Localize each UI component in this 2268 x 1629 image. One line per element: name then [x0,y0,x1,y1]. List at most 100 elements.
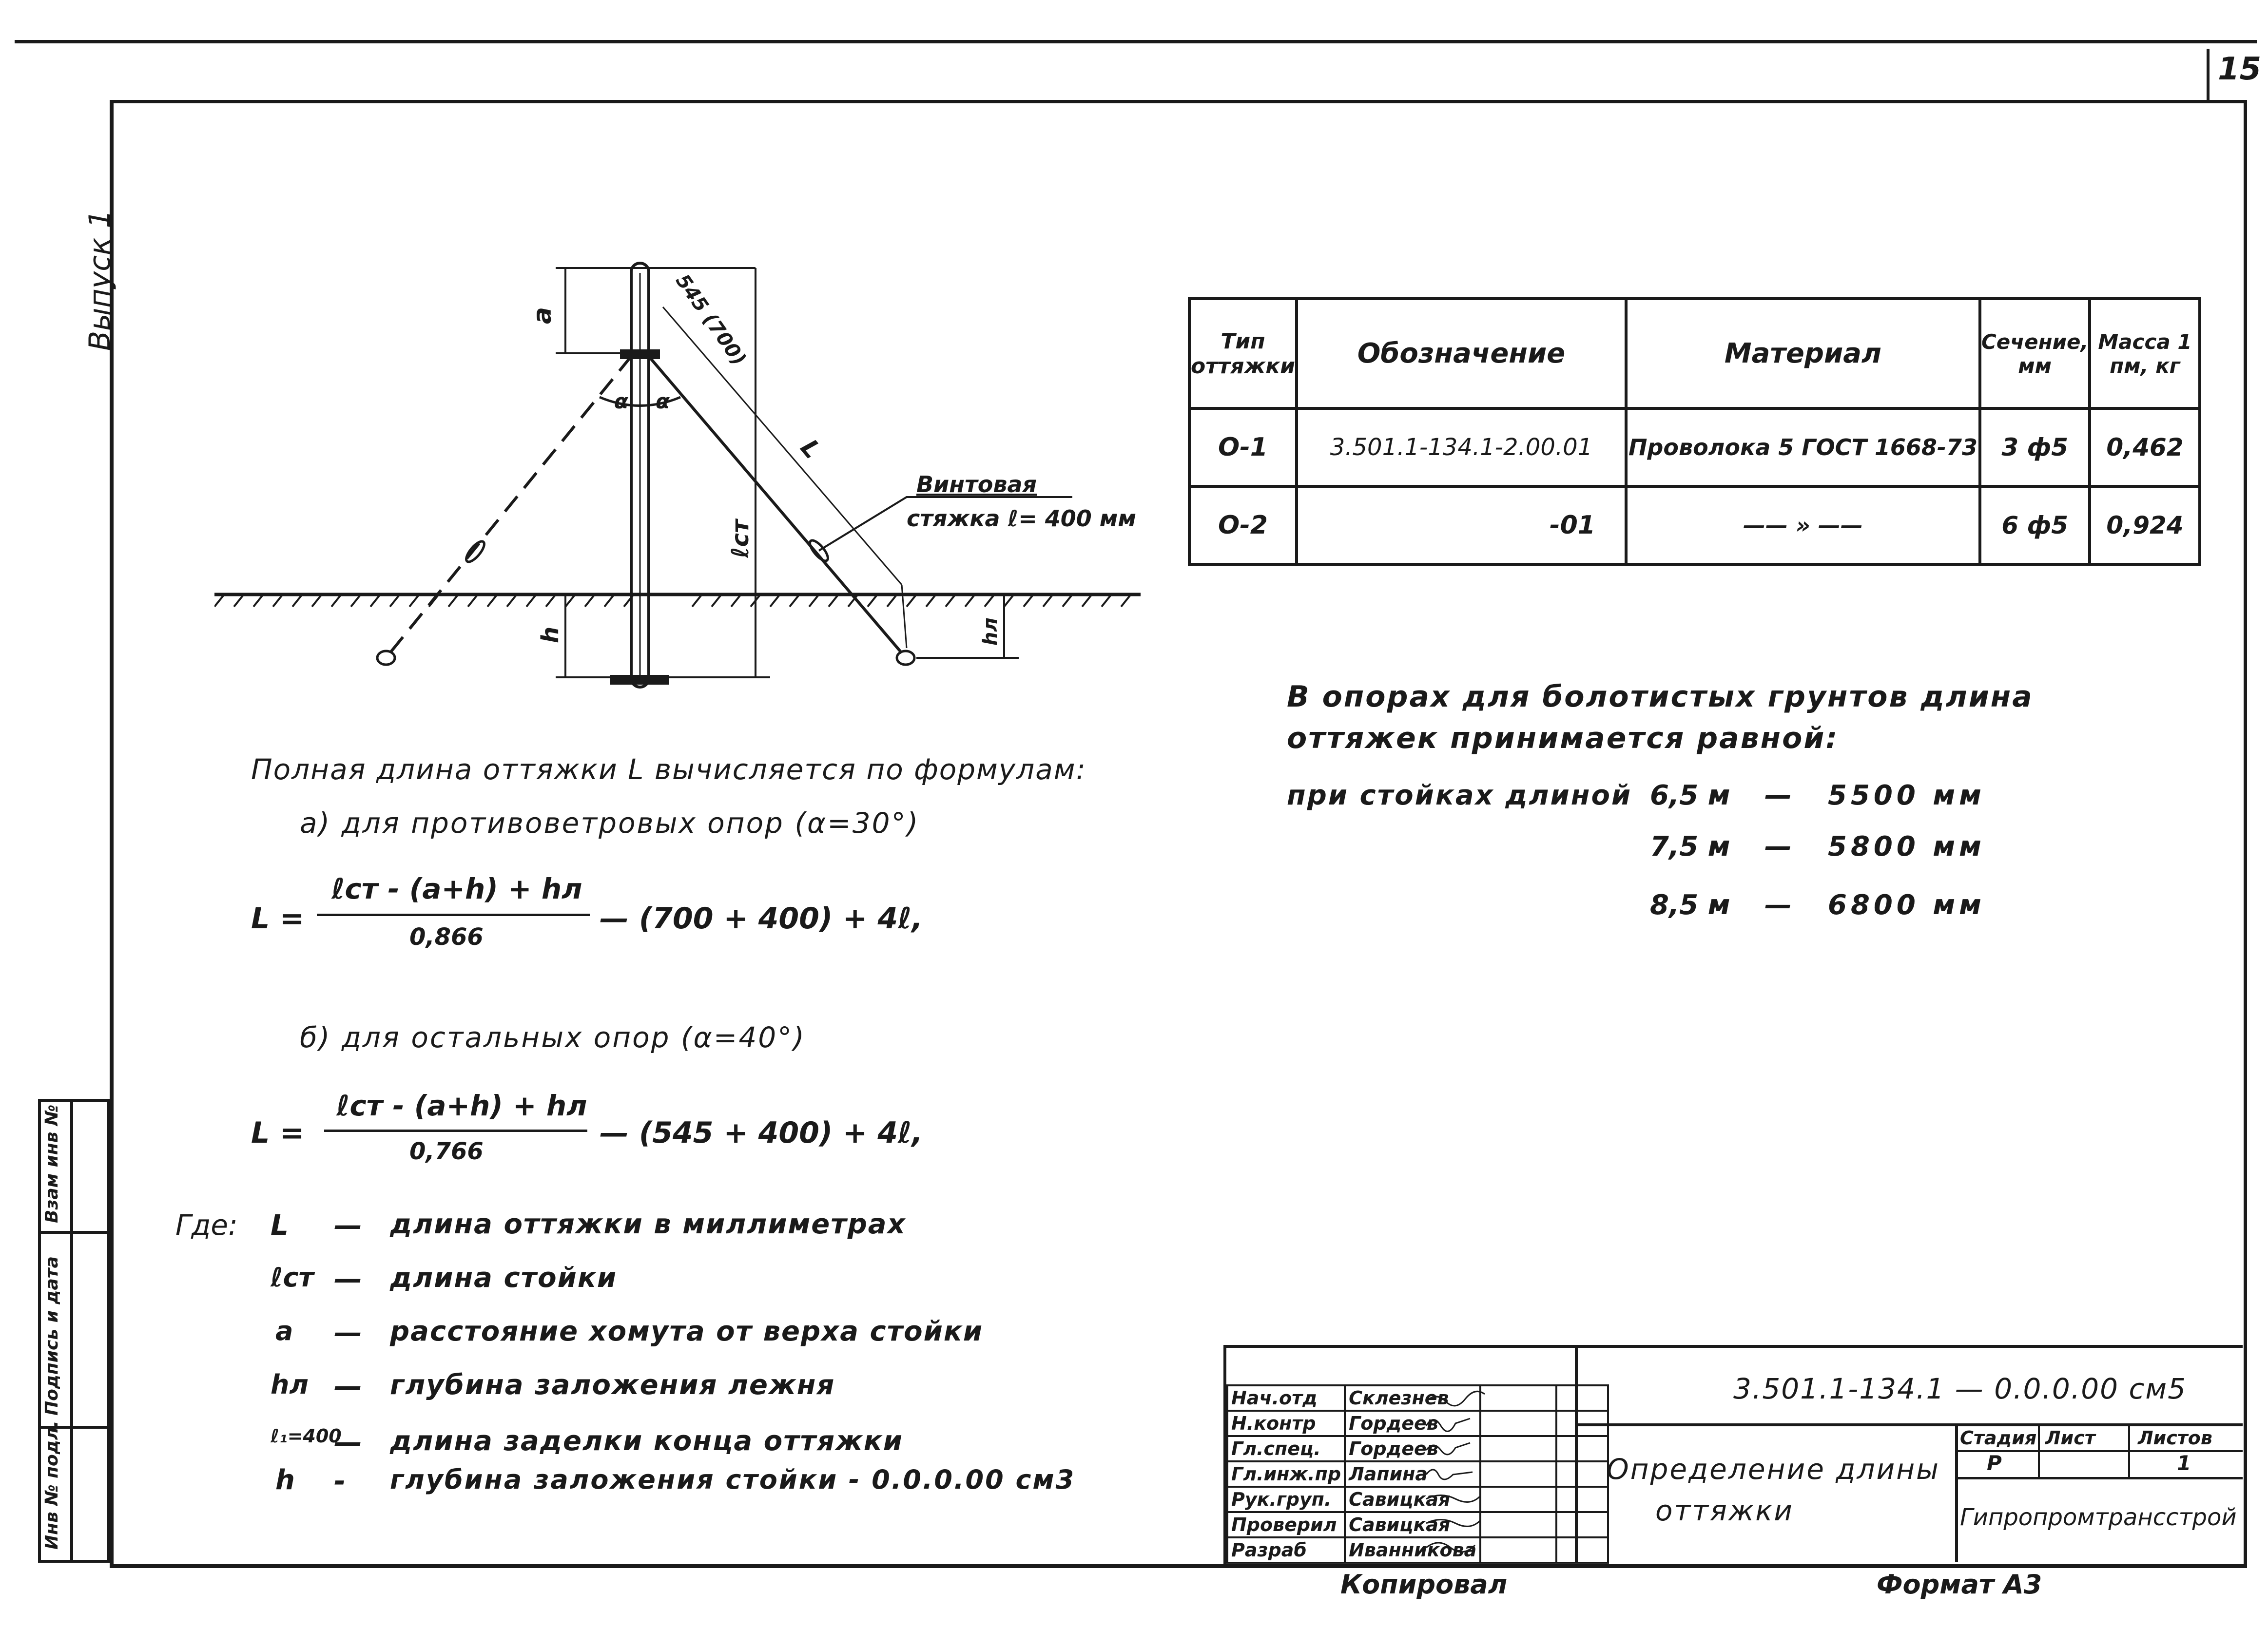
stamp-sign [1479,1536,1558,1564]
cell-material: —— » —— [1624,485,1981,566]
guy-spec-table: Тип оттяжки Обозначение Материал Сечение… [1188,297,2202,566]
table-row: Проверил Савицкая [1226,1511,1609,1538]
drawing-code: 3.501.1-134.1 — 0.0.0.00 см5 [1733,1372,2187,1405]
formula-1-numerator: ℓст - (а+h) + hл [331,872,582,905]
h-label: h [537,627,564,643]
table-row: Гл.инж.пр Лапина [1226,1460,1609,1488]
title-block: Нач.отд Склезнев Н.контр Гордеев Гл.спец… [1223,1345,2243,1565]
left-strip [38,1099,110,1563]
dim-545-label: 545 (700) [671,270,750,370]
formula-2-denominator: 0,766 [409,1138,484,1165]
strip-inv-label: Инв № подл. [42,1420,62,1550]
legend-text-1: длина оттяжки в миллиметрах [390,1208,906,1240]
cell-designation: 3.501.1-134.1-2.00.01 [1295,407,1628,488]
stamp-date [1555,1486,1609,1513]
signature-grid: Нач.отд Склезнев Н.контр Гордеев Гл.спец… [1226,1384,1609,1564]
note-prefix: при стойках длиной [1287,780,1632,811]
legend-sym-3: а [275,1316,293,1346]
table-row: Гл.спец. Гордеев [1226,1435,1609,1462]
note-dash-2: — [1764,831,1792,862]
cell-designation: -01 [1295,485,1628,566]
base-plate [610,675,669,685]
guy-wire-diagram: a 545 (700) α α L ℓст h hл Винтовая стяж… [214,262,1141,689]
formula-b-label: б) для остальных опор (α=40°) [300,1021,806,1054]
ground-hatch [214,594,1132,608]
dim-a-label: a [528,307,557,324]
table-row: Разраб Иванникова [1226,1536,1609,1564]
formula-a-label: а) для противоветровых опор (α=30°) [300,806,920,840]
cell-mass: 0,924 [2088,485,2202,566]
formula-intro: Полная длина оттяжки L вычисляется по фо… [251,753,1087,786]
pole [630,262,650,689]
legend-text-4: глубина заложения лежня [390,1369,835,1401]
note-val-3: 6800 мм [1828,889,1985,921]
note-len-1: 6,5 м [1650,780,1730,811]
right-guy-wire [647,355,903,654]
lst-label: ℓст [727,518,754,558]
hl-label: hл [979,617,1002,646]
cell-section: 6 ф5 [1978,485,2092,566]
stage-value: Р [1987,1451,2002,1475]
footer-copied: Копировал [1340,1569,1508,1600]
sheets-label: Листов [2138,1427,2212,1449]
formula-2-bar [324,1130,587,1132]
angle-right-label: α [656,389,670,413]
signatures [1425,1390,1485,1553]
legend-dash-2: — [334,1262,362,1295]
organization: Гипропромтрансстрой [1960,1504,2237,1531]
legend-dash-3: — [334,1316,362,1349]
legend-text-6: глубина заложения стойки - 0.0.0.00 см3 [390,1464,1076,1495]
stamp-role: Н.контр [1226,1410,1346,1437]
legend-dash-1: — [334,1208,362,1242]
stamp-role: Нач.отд [1226,1384,1346,1412]
note-len-3: 8,5 м [1650,889,1730,921]
th-designation: Обозначение [1295,297,1628,410]
left-anchor [376,650,396,666]
table-row: Рук.груп. Савицкая [1226,1486,1609,1513]
cell-type: О-1 [1188,407,1298,488]
stamp-name: Савицкая [1344,1486,1482,1513]
note-val-1: 5500 мм [1828,780,1985,811]
angle-arc [599,396,681,407]
stamp-name: Лапина [1344,1460,1482,1488]
stamp-role: Гл.спец. [1226,1435,1346,1462]
cell-material: Проволока 5 ГОСТ 1668-73 [1624,407,1981,488]
legend-sym-6: h [275,1464,295,1496]
table-row: О-2 -01 —— » —— 6 ф5 0,924 [1188,485,2202,566]
side-label: Выпуск 1 [83,210,117,351]
cell-section: 3 ф5 [1978,407,2092,488]
page-number-divider [2207,49,2210,100]
legend-sym-4: hл [271,1369,309,1400]
drawing-frame [110,100,2247,1568]
stamp-sign [1479,1410,1558,1437]
formula-1-bar [317,914,590,916]
legend-text-5: длина заделки конца оттяжки [390,1425,904,1457]
stamp-role: Проверил [1226,1511,1346,1538]
turnbuckle-leader [818,496,1072,552]
note-val-2: 5800 мм [1828,831,1985,862]
formula-1-denominator: 0,866 [409,923,484,951]
legend-dash-6: - [334,1464,346,1497]
stamp-role: Гл.инж.пр [1226,1460,1346,1488]
angle-left-label: α [614,389,629,413]
sheet-title-2: оттяжки [1655,1494,1794,1527]
legend-where: Где: [175,1208,238,1242]
formula-2-left: L = [251,1116,305,1150]
th-material: Материал [1624,297,1981,410]
sheet-title-1: Определение длины [1607,1453,1940,1486]
top-rule [15,40,2257,43]
stamp-date [1555,1511,1609,1538]
L-label: L [795,434,827,464]
stamp-name: Гордеев [1344,1410,1482,1437]
stamp-sign [1479,1384,1558,1412]
right-anchor [895,650,916,666]
table-row: Н.контр Гордеев [1226,1410,1609,1437]
stamp-sign [1479,1486,1558,1513]
sheets-value: 1 [2177,1451,2191,1475]
formula-1-right: — (700 + 400) + 4ℓ, [600,901,923,936]
stamp-name: Гордеев [1344,1435,1482,1462]
strip-sign-label: Подпись и дата [42,1256,62,1416]
th-mass: Масса 1 пм, кг [2088,297,2202,410]
stamp-date [1555,1384,1609,1412]
note-dash-1: — [1764,780,1792,811]
